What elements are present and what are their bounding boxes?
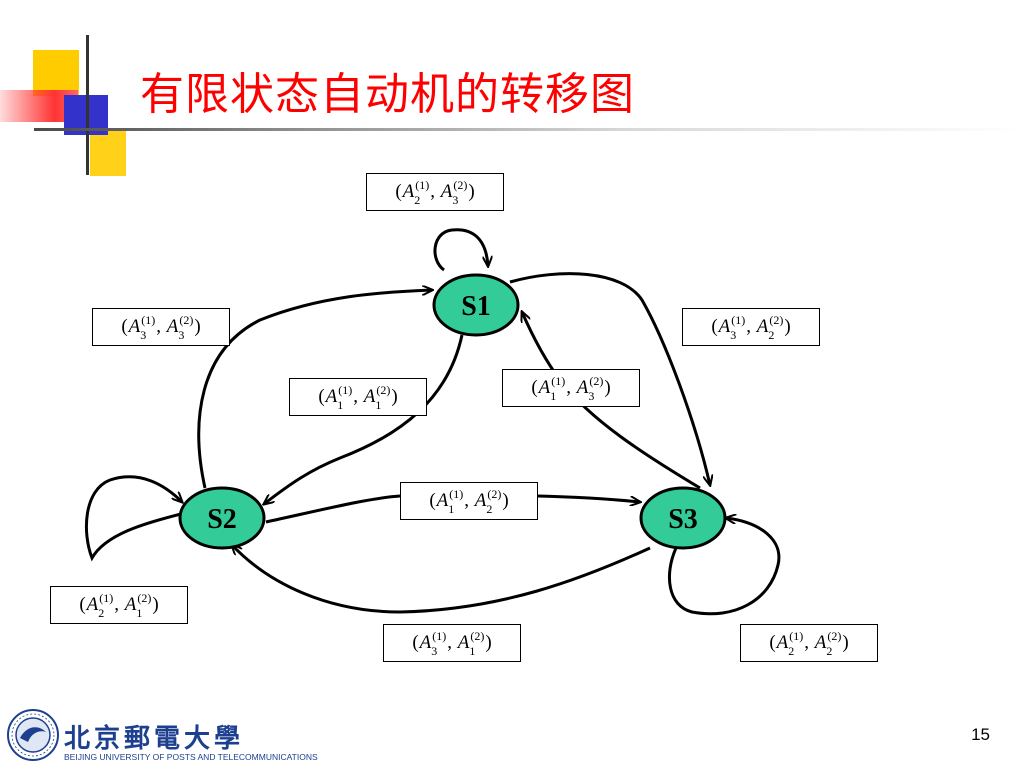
edge-s3-to-s2 [232,545,651,614]
edge-s1-to-s3 [509,272,710,485]
university-name-en: BEIJING UNIVERSITY OF POSTS AND TELECOMM… [64,752,318,762]
edge-s2-self-loop [85,475,189,562]
node-s1-label: S1 [461,291,491,322]
node-s3-label: S3 [668,504,698,535]
node-s2: S2 [178,486,266,550]
label-s2-to-s1: ( A(1)3 , A(2)3 ) [92,308,230,346]
deco-yellow-square-lower [90,128,126,176]
edge-s1-self-loop [433,228,488,272]
title-underline [34,128,1024,131]
edge-s2-to-s1 [197,290,432,489]
university-name-cn: 北京郵電大學 [64,724,245,754]
university-seal-logo [7,709,59,761]
label-s3-to-s1: ( A(1)1 , A(2)3 ) [502,369,640,407]
label-s1-to-s3: ( A(1)3 , A(2)2 ) [682,308,820,346]
page-number: 15 [971,725,990,744]
edge-s1-to-s2 [264,334,464,504]
node-s1: S1 [432,273,520,337]
label-s2-to-s3: ( A(1)1 , A(2)2 ) [400,482,538,520]
deco-yellow-square [33,50,79,96]
label-s3-self: ( A(1)2 , A(2)2 ) [740,624,878,662]
edge-s2-to-s3 [265,496,640,524]
label-s1-self: ( A(1)2 , A(2)3 ) [366,173,504,211]
node-s2-label: S2 [207,504,237,535]
label-s3-to-s2: ( A(1)3 , A(2)1 ) [383,624,521,662]
edge-s3-self-loop [668,518,781,616]
node-s3: S3 [639,486,727,550]
deco-vertical-line [86,35,89,175]
page-title: 有限状态自动机的转移图 [140,69,635,120]
label-s2-self: ( A(1)2 , A(2)1 ) [50,586,188,624]
label-s1-to-s2: ( A(1)1 , A(2)1 ) [289,378,427,416]
